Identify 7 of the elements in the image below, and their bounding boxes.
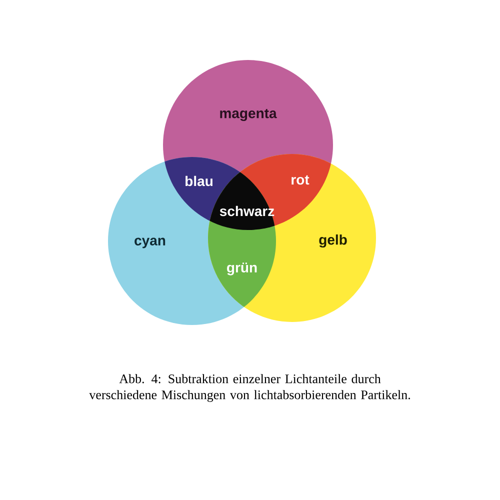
caption: Abb. 4: Subtraktion einzelner Lichtanteile durch verschiedene Mischungen von lichtabsorbierenden Partikeln. [89, 374, 410, 402]
region-label: grün [227, 262, 257, 276]
circle-label: cyan [134, 238, 166, 248]
circle-label: magenta [220, 108, 277, 122]
circle-label: gelb [319, 234, 347, 248]
region-label: blau [186, 176, 212, 186]
region-label: rot [292, 175, 310, 185]
